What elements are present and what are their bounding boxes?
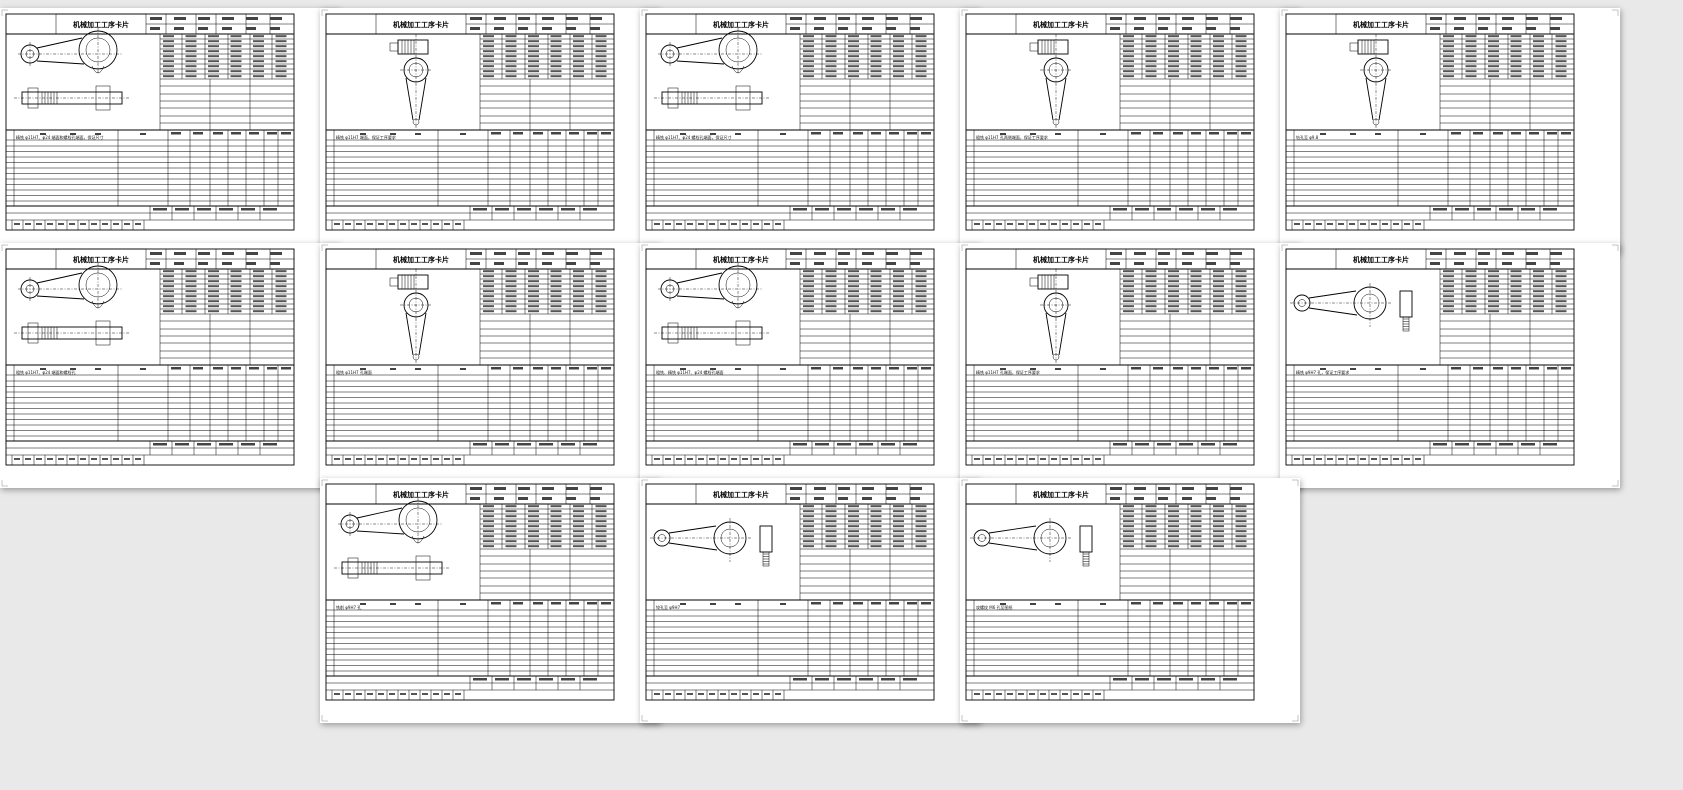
process-card: 机械加工工序卡片 攻螺纹 M6 孔至图纸 [961,479,1299,722]
process-card: 机械加工工序卡片 钻孔至 φ9.8 [1281,9,1619,252]
document-page-1[interactable]: 机械加工工序卡片 精铣 φ11H7、φ24 端面和螺栓孔端面，保证尺寸 [0,8,340,253]
process-card: 机械加工工序卡片 精铣 φ11H7、φ24 端面和螺栓孔端面，保证尺寸 [1,9,339,252]
process-card: 机械加工工序卡片 粗铣 φ11H7、φ24 端面和螺栓孔 [1,244,339,487]
process-card: 机械加工工序卡片 精铣 φ11H7 端面，保证工序要求 [321,9,659,252]
operation-text: 攻螺纹 M6 孔至图纸 [976,604,1013,610]
card-title: 机械加工工序卡片 [393,255,449,264]
document-page-2[interactable]: 机械加工工序卡片 精铣 φ11H7 端面，保证工序要求 [320,8,660,253]
document-page-5[interactable]: 机械加工工序卡片 钻孔至 φ9.8 [1280,8,1620,253]
document-page-8[interactable]: 机械加工工序卡片 粗铣、精铣 φ11H7、φ24 螺栓孔端面 [640,243,980,488]
card-title: 机械加工工序卡片 [1353,20,1409,29]
operation-text: 精铣 φ9H7 孔，保证工序要求 [1296,369,1349,375]
operation-text: 精铣 φ11H7 孔端面，保证工序要求 [976,369,1040,375]
card-title: 机械加工工序卡片 [393,490,449,499]
part-sketch [389,34,432,128]
part-sketch [1290,283,1413,332]
process-card: 机械加工工序卡片 粗铣 φ11H7 孔端面 [321,244,659,487]
document-page-3[interactable]: 机械加工工序卡片 精铣 φ11H7、φ24 螺栓孔端面，保证尺寸 [640,8,980,253]
card-title: 机械加工工序卡片 [713,20,769,29]
card-title: 机械加工工序卡片 [73,255,129,264]
card-title: 机械加工工序卡片 [73,20,129,29]
card-title: 机械加工工序卡片 [713,255,769,264]
operation-text: 粗铣 φ11H7 孔端面 [336,369,372,375]
process-card: 机械加工工序卡片 铣削 φ9H7 孔 [321,479,659,722]
operation-text: 粗铣 φ11H7 孔两侧端面，保证工序要求 [976,134,1048,140]
process-card: 机械加工工序卡片 精铣 φ11H7、φ24 螺栓孔端面，保证尺寸 [641,9,979,252]
part-sketch [970,518,1093,567]
document-page-13[interactable]: 机械加工工序卡片 攻螺纹 M6 孔至图纸 [960,478,1300,723]
document-page-9[interactable]: 机械加工工序卡片 精铣 φ11H7 孔端面，保证工序要求 [960,243,1300,488]
operation-text: 粗铣 φ11H7、φ24 端面和螺栓孔 [16,369,76,375]
card-title: 机械加工工序卡片 [713,490,769,499]
part-sketch [1029,269,1072,363]
card-title: 机械加工工序卡片 [1033,255,1089,264]
document-page-4[interactable]: 机械加工工序卡片 粗铣 φ11H7 孔两侧端面，保证工序要求 [960,8,1300,253]
document-page-7[interactable]: 机械加工工序卡片 粗铣 φ11H7 孔端面 [320,243,660,488]
document-page-12[interactable]: 机械加工工序卡片 铰孔至 φ9H7 [640,478,980,723]
process-card: 机械加工工序卡片 精铣 φ9H7 孔，保证工序要求 [1281,244,1619,487]
operation-text: 钻孔至 φ9.8 [1296,134,1319,140]
operation-text: 铣削 φ9H7 孔 [336,604,361,610]
part-sketch [1349,34,1392,128]
card-title: 机械加工工序卡片 [1033,490,1089,499]
document-page-10[interactable]: 机械加工工序卡片 精铣 φ9H7 孔，保证工序要求 [1280,243,1620,488]
operation-text: 精铣 φ11H7、φ24 端面和螺栓孔端面，保证尺寸 [16,134,104,140]
process-card: 机械加工工序卡片 粗铣 φ11H7 孔两侧端面，保证工序要求 [961,9,1299,252]
part-sketch [650,518,773,567]
process-card: 机械加工工序卡片 铰孔至 φ9H7 [641,479,979,722]
part-sketch [389,269,432,363]
card-title: 机械加工工序卡片 [393,20,449,29]
operation-text: 粗铣、精铣 φ11H7、φ24 螺栓孔端面 [656,369,724,375]
part-sketch [654,263,770,346]
part-sketch [1029,34,1072,128]
process-card: 机械加工工序卡片 精铣 φ11H7 孔端面，保证工序要求 [961,244,1299,487]
part-sketch [334,498,450,581]
operation-text: 精铣 φ11H7 端面，保证工序要求 [336,134,396,140]
part-sketch [14,263,130,346]
document-page-6[interactable]: 机械加工工序卡片 粗铣 φ11H7、φ24 端面和螺栓孔 [0,243,340,488]
part-sketch [14,28,130,111]
operation-text: 铰孔至 φ9H7 [656,604,680,610]
card-title: 机械加工工序卡片 [1033,20,1089,29]
document-page-11[interactable]: 机械加工工序卡片 铣削 φ9H7 孔 [320,478,660,723]
process-card: 机械加工工序卡片 粗铣、精铣 φ11H7、φ24 螺栓孔端面 [641,244,979,487]
card-title: 机械加工工序卡片 [1353,255,1409,264]
part-sketch [654,28,770,111]
operation-text: 精铣 φ11H7、φ24 螺栓孔端面，保证尺寸 [656,134,732,140]
